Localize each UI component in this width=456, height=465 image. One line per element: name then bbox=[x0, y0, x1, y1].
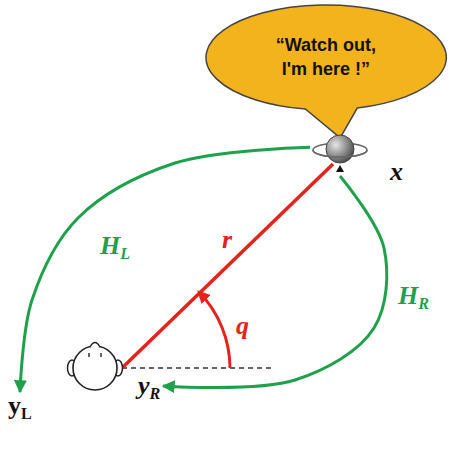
sphere bbox=[326, 135, 354, 163]
transfer-path bbox=[163, 176, 387, 388]
distance-line bbox=[122, 164, 333, 368]
angle-arc bbox=[199, 292, 230, 368]
transfer-function-label: HL bbox=[100, 232, 130, 260]
sound-source: x bbox=[310, 128, 370, 176]
source-icon bbox=[310, 128, 370, 176]
transfer-function-label: HR bbox=[398, 282, 429, 310]
transfer-path bbox=[20, 147, 310, 392]
ring-front bbox=[313, 150, 367, 157]
speech-text: “Watch out, I'm here !” bbox=[262, 33, 390, 81]
signal-name: yR bbox=[136, 372, 163, 400]
angle-symbol: q bbox=[236, 312, 249, 340]
signal-name: x bbox=[390, 158, 403, 186]
speech-bubble: “Watch out, I'm here !” bbox=[204, 3, 448, 140]
listener-head bbox=[68, 343, 123, 391]
distance-symbol: r bbox=[222, 226, 232, 254]
signal-name: yL bbox=[6, 392, 34, 420]
pointer bbox=[336, 165, 344, 172]
ear-label: yR bbox=[136, 372, 163, 400]
bubble-shape bbox=[206, 5, 446, 138]
ear-label: yL bbox=[6, 392, 34, 420]
reference-axis bbox=[122, 367, 272, 369]
